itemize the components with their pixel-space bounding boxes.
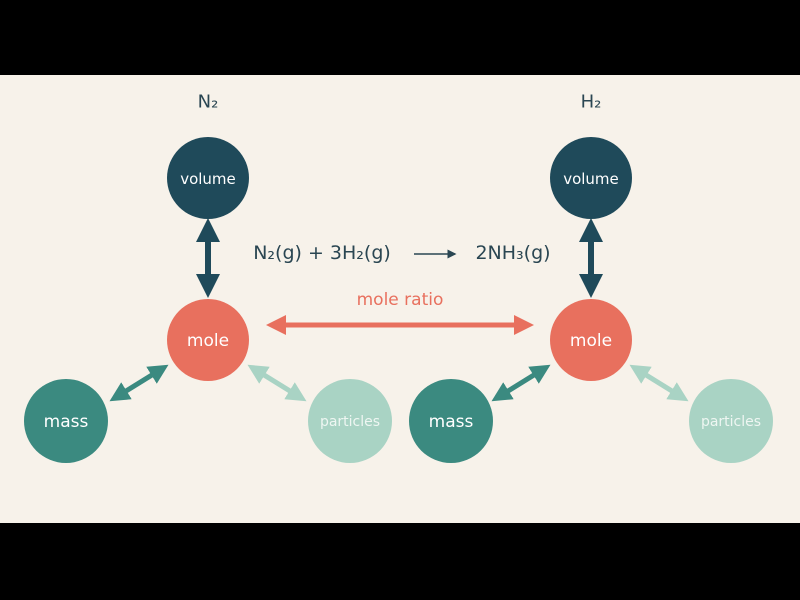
letterbox-bottom <box>0 523 800 600</box>
letterbox-top <box>0 0 800 75</box>
particles-node <box>689 379 773 463</box>
volume-node <box>167 137 249 219</box>
mole-map-diagram: N₂ volume mole mass particles H₂ volume … <box>24 92 773 463</box>
particles-node-label: particles <box>320 414 380 430</box>
volume-node-label: volume <box>180 170 236 188</box>
mass-node <box>409 379 493 463</box>
volume-node <box>550 137 632 219</box>
equation-products: 2NH₃(g) <box>475 242 550 264</box>
mass-node-label: mass <box>429 412 474 432</box>
right-species-label: H₂ <box>581 92 602 113</box>
particles-node-label: particles <box>701 414 761 430</box>
right-species-group: H₂ volume mole mass particles <box>409 92 773 463</box>
left-species-label: N₂ <box>198 92 219 113</box>
particles-mole-arrow <box>247 364 307 402</box>
equation-reactants: N₂(g) + 3H₂(g) <box>253 242 391 264</box>
chemical-equation: N₂(g) + 3H₂(g) 2NH₃(g) <box>253 242 550 264</box>
volume-node-label: volume <box>563 170 619 188</box>
mole-ratio-label: mole ratio <box>357 290 444 310</box>
mole-node-label: mole <box>187 331 229 351</box>
left-species-group: N₂ volume mole mass particles <box>24 92 392 463</box>
mass-node <box>24 379 108 463</box>
particles-mole-arrow <box>629 364 689 402</box>
diagram-stage: N₂ volume mole mass particles H₂ volume … <box>0 75 800 523</box>
mass-mole-arrow <box>491 364 551 402</box>
mass-node-label: mass <box>44 412 89 432</box>
mole-node <box>550 299 632 381</box>
particles-node <box>308 379 392 463</box>
mole-node-label: mole <box>570 331 612 351</box>
mass-mole-arrow <box>109 364 169 402</box>
mole-node <box>167 299 249 381</box>
